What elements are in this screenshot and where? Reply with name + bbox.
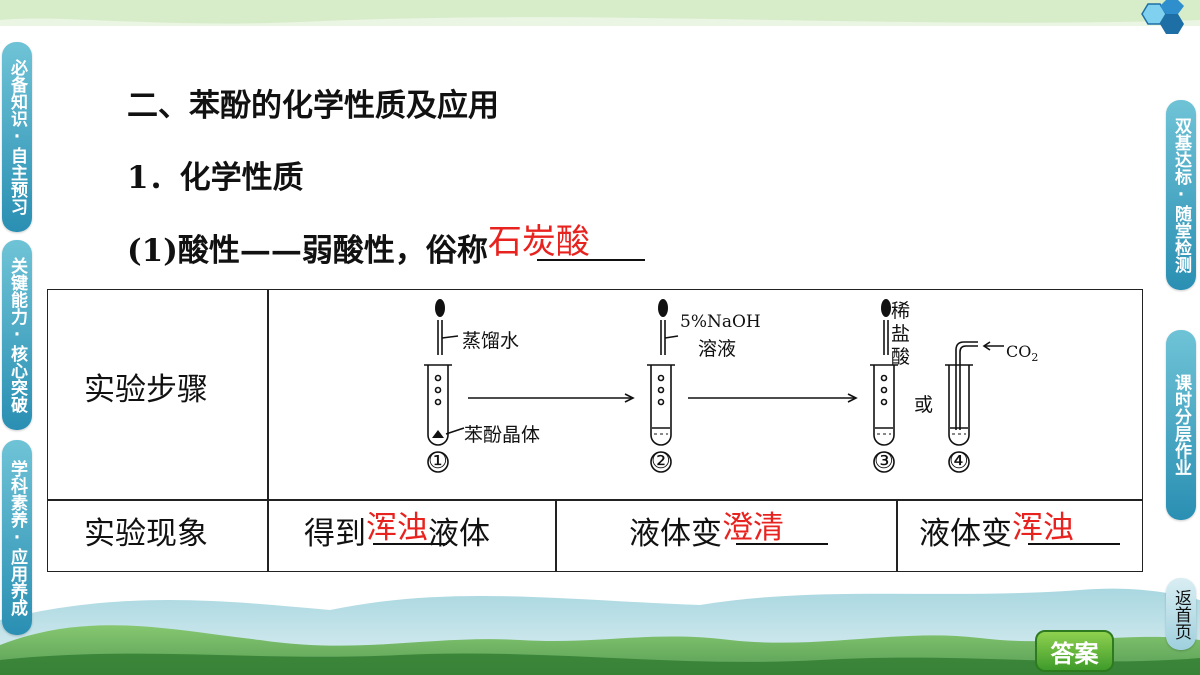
sidebar-left-tab-preview[interactable]: 必备知识·自主预习 [2,42,32,232]
step-number-2: ② [651,449,671,474]
section-title: 二、苯酚的化学性质及应用 [127,88,499,124]
label-co2-text: CO [1006,342,1032,361]
label-acid-1: 稀 [891,300,911,322]
label-naoh-1: 5%NaOH [680,312,761,332]
answer-button[interactable]: 答案 [1035,630,1114,672]
observation-3-prefix: 液体变 [919,516,1012,552]
label-co2-sub: 2 [1031,351,1039,365]
acidity-blank-line [537,259,645,261]
sidebar-left-label: 关键能力·核心突破 [7,257,27,413]
row-label-phenomena: 实验现象 [84,516,208,552]
experiment-table: 实验步骤 实验现象 [47,289,1143,572]
sidebar-right-tab-homework[interactable]: 课时分层作业 [1166,330,1196,520]
sidebar-right-label: 课时分层作业 [1171,374,1191,476]
observation-3: 液体变浑浊 [919,508,1074,553]
acidity-line: (1)酸性——弱酸性，俗称石炭酸 [127,222,590,271]
sidebar-right-label: 双基达标·随堂检测 [1171,117,1191,273]
label-acid-3: 酸 [891,346,911,368]
hexagon-logo-icon [1141,0,1184,34]
observation-3-answer: 浑浊 [1012,510,1074,546]
row-label-steps: 实验步骤 [84,372,208,408]
observation-2-blank [736,543,828,545]
observation-1-suffix: 液体 [428,516,490,552]
sidebar-left-tab-literacy[interactable]: 学科素养·应用养成 [2,440,32,635]
sidebar-right-tab-test[interactable]: 双基达标·随堂检测 [1166,100,1196,290]
label-or: 或 [914,394,934,416]
sidebar-left-label: 必备知识·自主预习 [7,59,27,215]
label-naoh-2: 溶液 [698,338,737,360]
label-water: 蒸馏水 [462,330,520,352]
sidebar-left-label: 学科素养·应用养成 [7,459,27,616]
observation-2-answer: 澄清 [722,510,784,546]
observation-2: 液体变澄清 [629,508,784,553]
observation-1-prefix: 得到 [304,516,366,552]
sidebar-right-label: 返首页 [1171,588,1191,640]
step-number-3: ③ [874,449,894,474]
step-number-1: ① [428,449,448,474]
label-phenol-crystal: 苯酚晶体 [464,424,541,446]
step-number-4: ④ [949,449,969,474]
observation-1-answer: 浑浊 [366,510,428,546]
observation-1: 得到浑浊液体 [304,508,490,553]
label-co2: CO2 [1006,342,1038,364]
sidebar-left-tab-core[interactable]: 关键能力·核心突破 [2,240,32,430]
table-divider-v2 [555,499,557,571]
experiment-diagram [424,299,1004,473]
acidity-line-prefix: (1)酸性——弱酸性，俗称 [127,233,488,269]
observation-3-blank [1028,543,1120,545]
acidity-answer: 石炭酸 [487,222,590,262]
subsection-title: 1．化学性质 [127,160,304,196]
table-divider-v1 [267,290,269,571]
table-divider-v3 [896,499,898,571]
observation-1-blank [373,543,447,545]
label-acid-2: 盐 [891,323,911,345]
sidebar-right-tab-home[interactable]: 返首页 [1166,578,1196,650]
observation-2-prefix: 液体变 [629,516,722,552]
table-divider-h [48,499,1142,501]
